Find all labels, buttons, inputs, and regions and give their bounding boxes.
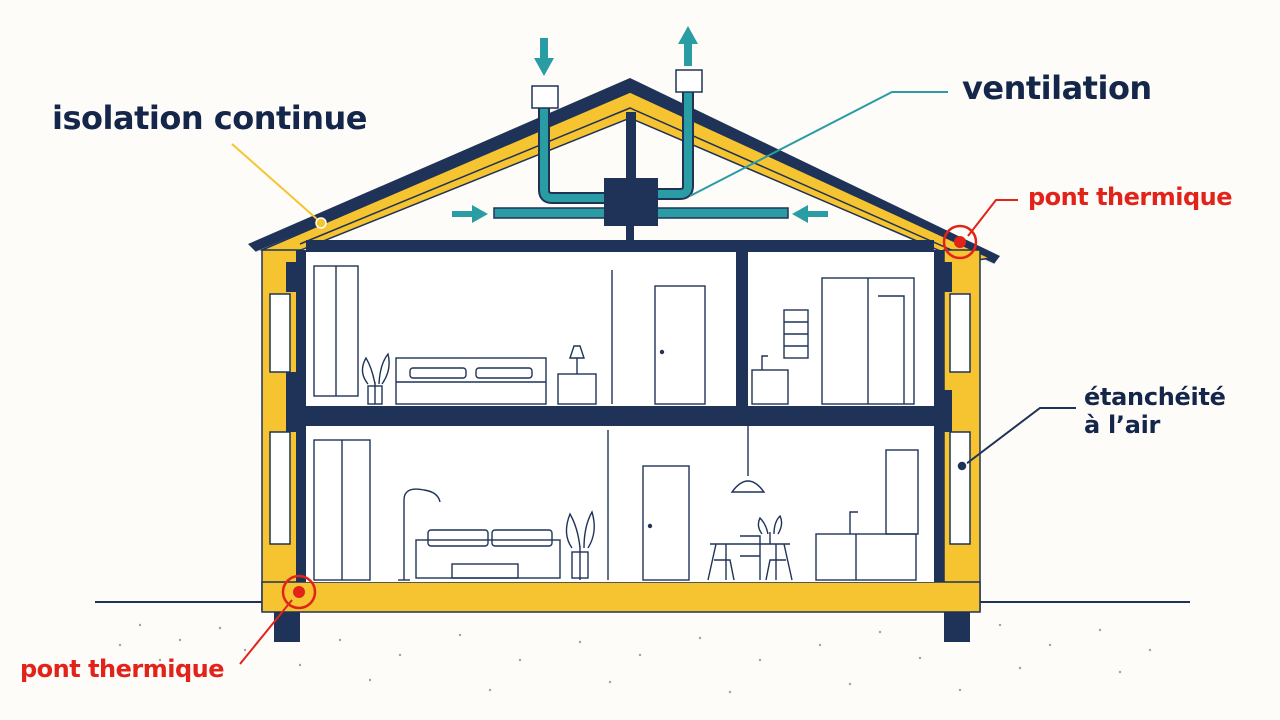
- ventilation-system: [493, 69, 789, 242]
- arrow-down-icon: [534, 38, 554, 76]
- insulation-envelope: [261, 249, 981, 613]
- ground-floor-living: [306, 426, 934, 582]
- exterior-wall-details: [269, 293, 971, 545]
- upper-bathroom: [748, 252, 934, 406]
- label-isolation-continue: isolation continue: [52, 99, 368, 137]
- airflow-arrows: [452, 26, 828, 223]
- thermal-bridge-foundation: [281, 574, 317, 610]
- arrow-up-icon: [678, 26, 698, 66]
- ground: [95, 601, 1190, 694]
- ventilation-unit-icon: [604, 178, 658, 226]
- upper-furniture: [313, 265, 915, 405]
- label-ventilation: ventilation: [962, 69, 1152, 107]
- label-etancheite-line1: étanchéité: [1084, 383, 1226, 411]
- structure: [286, 240, 952, 582]
- footing-right: [944, 610, 970, 642]
- label-pont-thermique-roof: pont thermique: [1028, 183, 1233, 211]
- lower-furniture: [313, 426, 919, 581]
- arrow-right-icon: [452, 205, 488, 223]
- upper-bedroom: [306, 252, 736, 406]
- label-pont-thermique-foundation: pont thermique: [20, 655, 225, 683]
- thermal-bridge-roof: [942, 224, 978, 260]
- label-etancheite-line2: à l’air: [1084, 410, 1161, 439]
- label-etancheite-air: étanchéité à l’air: [1084, 383, 1274, 439]
- callout-lines: [231, 91, 1076, 665]
- thermal-bridge-markers: [281, 224, 978, 610]
- arrow-left-icon: [792, 205, 828, 223]
- footing-left: [274, 610, 300, 642]
